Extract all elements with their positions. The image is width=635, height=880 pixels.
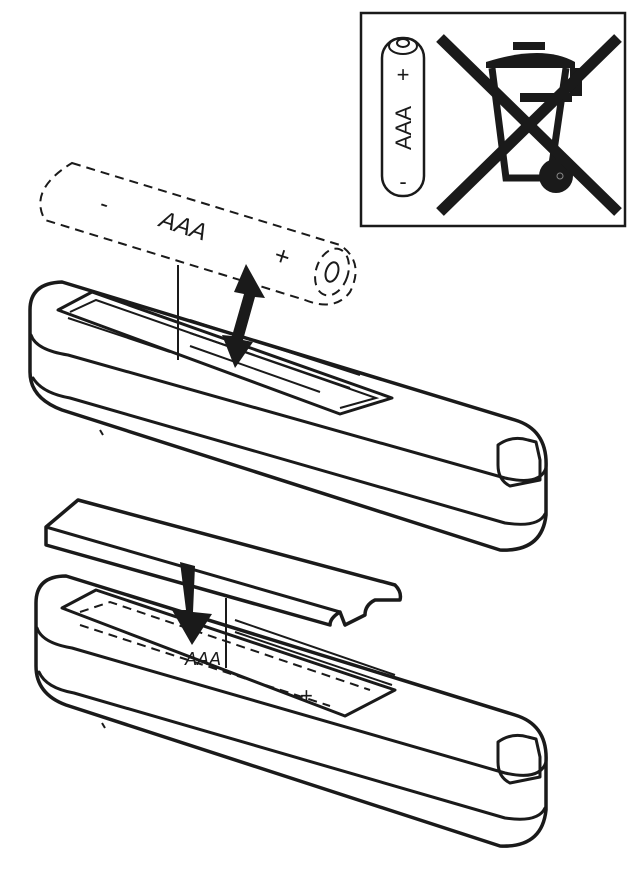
- battery-label: AAA: [184, 649, 221, 669]
- no-disposal-symbol: + AAA -: [359, 11, 627, 228]
- aaa-battery-icon: + AAA -: [380, 36, 426, 198]
- battery-minus: -: [96, 190, 112, 218]
- down-arrow-icon: [172, 562, 212, 645]
- battery-plus: +: [270, 239, 294, 272]
- battery-plus: +: [300, 683, 313, 708]
- battery-compartment: AAA +: [60, 588, 397, 718]
- double-arrow-icon: [222, 264, 265, 368]
- battery-plus: +: [397, 62, 410, 87]
- remote-closed-step2: AAA +: [34, 498, 548, 848]
- battery-label: AAA: [154, 205, 210, 246]
- crossed-bin-icon: [436, 34, 622, 216]
- battery-type-label: AAA: [391, 106, 416, 150]
- battery-minus: -: [399, 169, 406, 194]
